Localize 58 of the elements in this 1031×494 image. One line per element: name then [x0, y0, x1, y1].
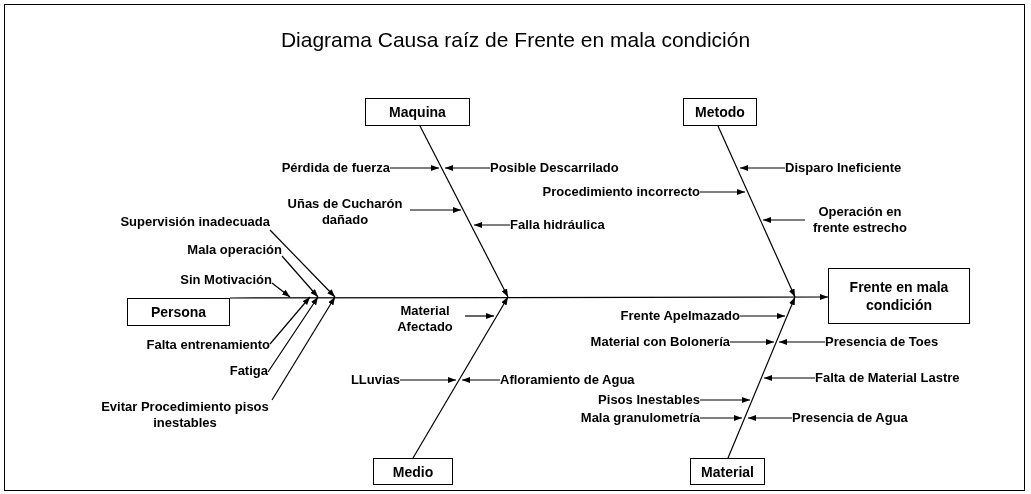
cause-label: Posible Descarrilado [490, 160, 619, 176]
arrow [763, 375, 816, 381]
cause-label: Supervisión inadecuada [120, 214, 270, 230]
arrow [271, 296, 336, 401]
cause-label: Operación en frente estrecho [805, 204, 915, 236]
cause-label: Pérdida de fuerza [281, 160, 390, 176]
cause-label: Procedimiento incorrecto [542, 184, 700, 200]
arrow [271, 282, 291, 298]
arrow [699, 415, 743, 421]
cause-label: Material Afectado [385, 303, 465, 335]
arrow [699, 397, 751, 403]
arrow [269, 229, 336, 298]
arrow [717, 125, 796, 298]
arrow [461, 377, 501, 383]
arrow [473, 222, 511, 228]
cause-label: Uñas de Cucharón dañado [280, 196, 410, 228]
arrow [739, 165, 786, 171]
arrow [419, 125, 509, 298]
arrow [281, 255, 319, 298]
arrow [389, 165, 440, 171]
cause-label: Fatiga [229, 363, 268, 379]
arrow [444, 165, 491, 171]
arrow [229, 294, 829, 300]
arrow [412, 296, 509, 459]
arrow [729, 339, 775, 345]
arrow [699, 189, 746, 195]
category-box: Maquina [365, 98, 470, 126]
cause-label: Falla hidráulica [510, 217, 605, 233]
cause-label: Frente Apelmazado [620, 308, 740, 324]
cause-label: Presencia de Agua [792, 410, 908, 426]
category-box: Material [690, 458, 765, 485]
cause-label: Falta de Material Lastre [815, 370, 960, 386]
arrow [269, 296, 311, 345]
arrow [762, 217, 806, 223]
cause-label: Pisos Inestables [598, 392, 700, 408]
cause-label: LLuvias [350, 372, 400, 388]
cause-label: Material con Bolonería [590, 334, 730, 350]
cause-label: Falta entrenamiento [146, 337, 270, 353]
category-box: Persona [127, 298, 230, 326]
cause-label: Mala operación [187, 242, 282, 258]
arrow [267, 296, 319, 373]
cause-label: Mala granulometría [580, 410, 700, 426]
cause-label: Disparo Ineficiente [785, 160, 902, 176]
category-box: Medio [373, 458, 453, 485]
cause-label: Afloramiento de Agua [500, 372, 635, 388]
arrow [409, 207, 462, 213]
arrow [747, 415, 793, 421]
arrow [399, 377, 457, 383]
category-box: Metodo [683, 98, 757, 126]
arrow [464, 313, 495, 319]
cause-label: Presencia de Toes [825, 334, 939, 350]
effect-box: Frente en mala condición [828, 268, 970, 324]
cause-label: Evitar Procedimiento pisos inestables [98, 399, 272, 431]
diagram-title: Diagrama Causa raíz de Frente en mala condición [279, 28, 752, 52]
arrow [727, 296, 796, 459]
arrow [778, 339, 826, 345]
arrow [739, 313, 786, 319]
cause-label: Sin Motivación [180, 272, 272, 288]
